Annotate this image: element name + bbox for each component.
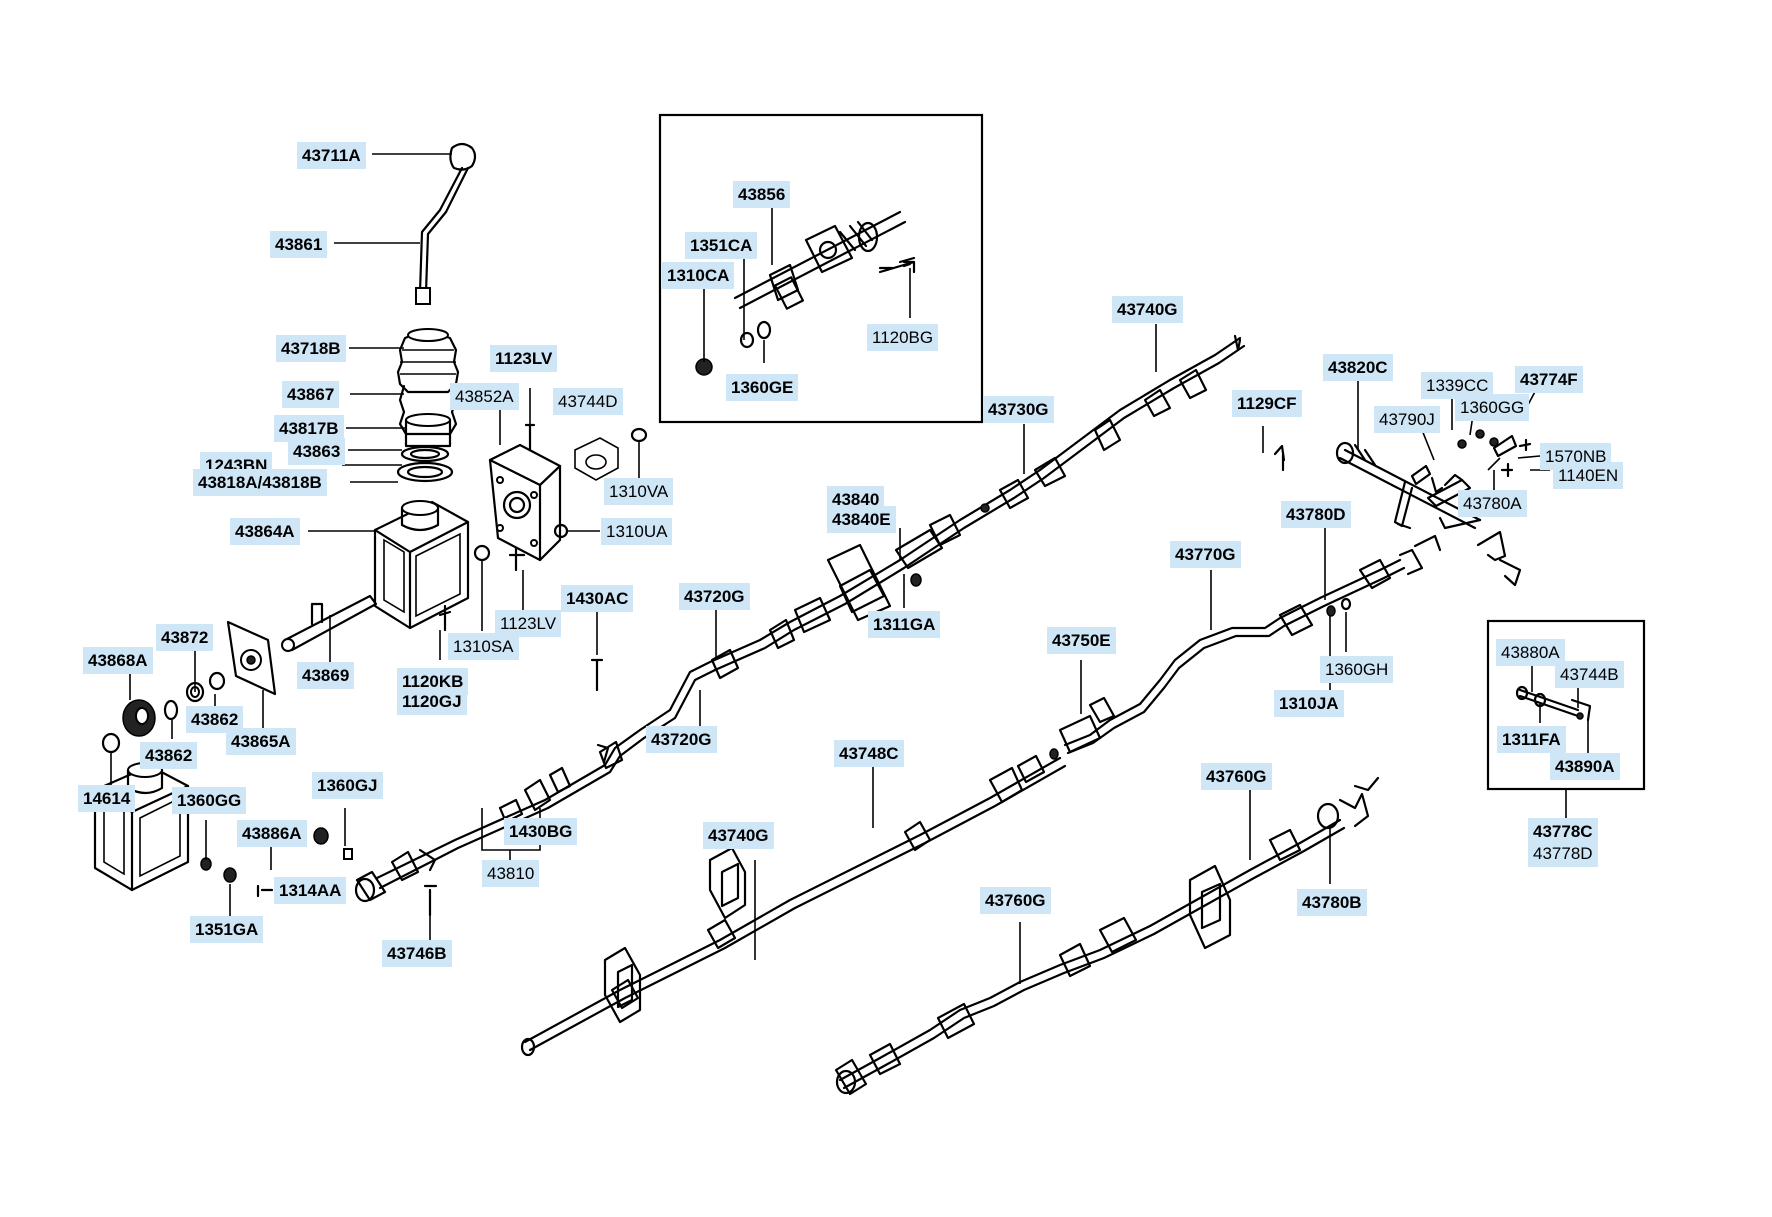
label-43778d: 43778D bbox=[1528, 840, 1598, 867]
label-14614: 14614 bbox=[78, 785, 136, 812]
label-43869: 43869 bbox=[297, 662, 355, 689]
label-1310ja: 1310JA bbox=[1274, 690, 1344, 717]
shift-lever-assembly bbox=[93, 142, 477, 917]
label-43818a-43818b: 43818A/43818B bbox=[193, 469, 327, 496]
label-43868a: 43868A bbox=[83, 647, 153, 674]
label-1360ge: 1360GE bbox=[726, 374, 799, 401]
label-43730g: 43730G bbox=[983, 396, 1054, 423]
label-43720g-top: 43720G bbox=[679, 583, 750, 610]
label-1120bg: 1120BG bbox=[867, 324, 939, 351]
label-43760g-bottom: 43760G bbox=[980, 887, 1051, 914]
label-43740g-bottom: 43740G bbox=[703, 822, 774, 849]
label-1311ga: 1311GA bbox=[868, 611, 941, 638]
label-43711a: 43711A bbox=[297, 142, 366, 169]
label-43770g: 43770G bbox=[1170, 541, 1241, 568]
label-1360gg-right: 1360GG bbox=[1455, 394, 1530, 421]
label-1360gj: 1360GJ bbox=[312, 772, 383, 799]
label-1310ua: 1310UA bbox=[601, 518, 673, 545]
detail-inset-content bbox=[695, 210, 916, 376]
label-43862-lower: 43862 bbox=[140, 742, 198, 769]
label-43840e: 43840E bbox=[827, 506, 896, 533]
label-1129cf: 1129CF bbox=[1232, 390, 1302, 417]
cable-43770g bbox=[1058, 534, 1442, 755]
label-43867: 43867 bbox=[282, 381, 340, 408]
label-43746b: 43746B bbox=[382, 940, 452, 967]
label-43872: 43872 bbox=[156, 624, 214, 651]
label-43863: 43863 bbox=[288, 438, 346, 465]
label-43890a: 43890A bbox=[1550, 753, 1620, 780]
label-1310va: 1310VA bbox=[604, 478, 674, 505]
label-1123lv-bottom: 1123LV bbox=[495, 610, 562, 637]
label-43790j: 43790J bbox=[1374, 406, 1440, 433]
label-1351ca: 1351CA bbox=[685, 232, 758, 259]
label-43780b: 43780B bbox=[1297, 889, 1367, 916]
label-43744d: 43744D bbox=[553, 388, 623, 415]
leader-lines bbox=[110, 153, 1589, 984]
label-1360gh: 1360GH bbox=[1320, 656, 1394, 683]
label-43820c: 43820C bbox=[1323, 354, 1393, 381]
label-43864a: 43864A bbox=[230, 518, 300, 545]
upper-shift-cable bbox=[354, 334, 1246, 903]
label-1123lv-top: 1123LV bbox=[490, 345, 558, 372]
label-43760g-top: 43760G bbox=[1201, 763, 1272, 790]
label-1140en: 1140EN bbox=[1553, 462, 1624, 489]
lower-cable-43748c bbox=[520, 748, 1067, 1057]
label-43774f: 43774F bbox=[1515, 366, 1583, 393]
label-1310sa: 1310SA bbox=[448, 633, 519, 660]
lever-inset-content bbox=[1515, 685, 1592, 722]
label-1311fa: 1311FA bbox=[1497, 726, 1566, 753]
label-1430ac: 1430AC bbox=[561, 585, 634, 612]
label-1310ca: 1310CA bbox=[662, 262, 735, 289]
label-43861: 43861 bbox=[270, 231, 328, 258]
label-1351ga: 1351GA bbox=[190, 916, 264, 943]
label-1430bg: 1430BG bbox=[504, 818, 578, 845]
label-43720g-bottom: 43720G bbox=[646, 726, 717, 753]
label-43856: 43856 bbox=[733, 181, 791, 208]
label-43780a: 43780A bbox=[1458, 490, 1527, 517]
label-1360gg-left: 1360GG bbox=[172, 787, 247, 814]
lower-cable-43760g bbox=[834, 776, 1380, 1096]
detail-inset-frame bbox=[658, 113, 984, 424]
label-43852a: 43852A bbox=[450, 383, 519, 410]
label-1120gj: 1120GJ bbox=[397, 688, 467, 715]
label-43862-upper: 43862 bbox=[186, 706, 244, 733]
label-43718b: 43718B bbox=[276, 335, 346, 362]
label-43817b: 43817B bbox=[274, 415, 344, 442]
bracket-43852a bbox=[438, 423, 648, 692]
label-43865a: 43865A bbox=[226, 728, 296, 755]
label-43886a: 43886A bbox=[237, 820, 307, 847]
shift-shaft-assembly bbox=[1273, 429, 1532, 587]
label-43880a: 43880A bbox=[1496, 639, 1565, 666]
label-1570nb: 1570NB bbox=[1540, 443, 1612, 470]
label-43810: 43810 bbox=[482, 860, 540, 887]
label-43744b: 43744B bbox=[1555, 661, 1624, 688]
label-43748c: 43748C bbox=[834, 740, 904, 767]
label-43740g-top: 43740G bbox=[1112, 296, 1183, 323]
label-43750e: 43750E bbox=[1047, 627, 1116, 654]
label-43780d: 43780D bbox=[1281, 501, 1351, 528]
label-1314aa: 1314AA bbox=[274, 877, 347, 904]
